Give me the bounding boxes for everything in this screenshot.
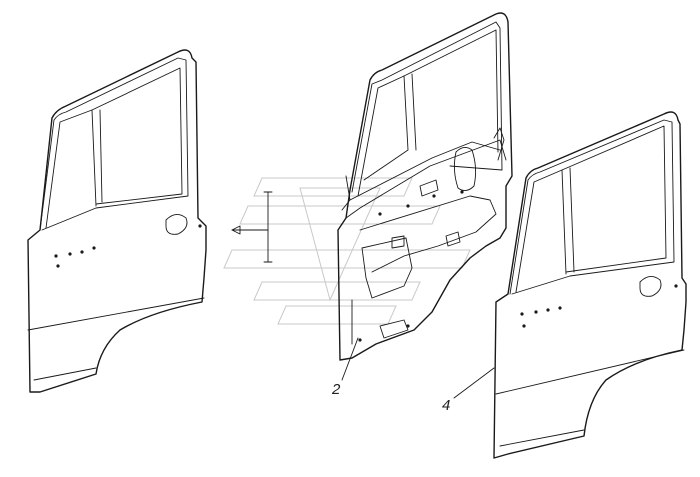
callout-4-label: 4 bbox=[442, 397, 450, 414]
callout-4-leader bbox=[453, 367, 495, 399]
watermark-emblem bbox=[223, 177, 471, 325]
door-outer-panel-right bbox=[493, 111, 687, 459]
direction-arrow bbox=[231, 191, 273, 263]
door-inner-frame bbox=[337, 12, 513, 361]
callout-2-leader bbox=[341, 337, 359, 381]
door-outer-panel-left bbox=[27, 49, 207, 393]
callout-2-label: 2 bbox=[331, 381, 341, 398]
